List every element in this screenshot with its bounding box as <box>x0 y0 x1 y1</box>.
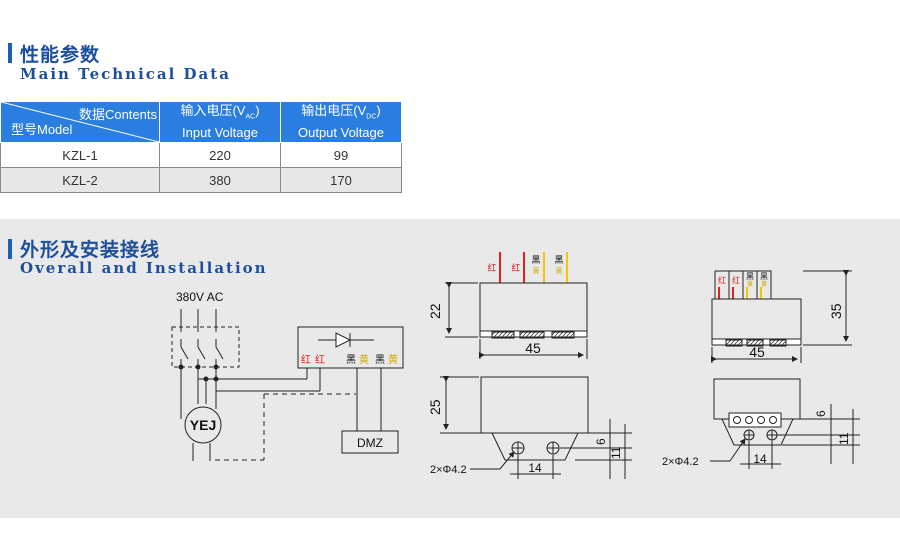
installation-drawings: 380V AC <box>171 252 860 479</box>
spec-title-cn: 性能参数 <box>20 44 101 66</box>
output-en-label: Output Voltage <box>297 125 384 141</box>
svg-text:黄: 黄 <box>388 353 398 366</box>
installation-section: 外形及安装接线 Overall and Installation 380V AC <box>0 219 900 518</box>
output-cn-label: 输出电压(V <box>301 102 367 118</box>
contents-label: 数据Contents <box>78 107 157 122</box>
left-height-top-label: 22 <box>427 303 443 319</box>
svg-text:红: 红 <box>301 353 311 366</box>
output-cell: 99 <box>280 142 402 168</box>
right-holes-label: 2×Φ4.2 <box>662 456 699 468</box>
svg-text:红: 红 <box>732 275 740 285</box>
svg-text:黄: 黄 <box>359 353 369 366</box>
svg-text:红: 红 <box>718 275 726 285</box>
motor-label: YEJ <box>190 417 216 433</box>
right-dimension-drawing <box>710 270 860 469</box>
section-marker <box>8 239 12 259</box>
header-diagonal-cell: 数据Contents 型号Model <box>0 101 160 143</box>
left-dim-b-label: 11 <box>609 446 623 459</box>
diagonal-line <box>1 102 159 142</box>
install-title-cn: 外形及安装接线 <box>20 239 161 261</box>
svg-text:红: 红 <box>511 262 520 273</box>
svg-text:红: 红 <box>487 262 496 273</box>
right-height-label: 35 <box>828 303 844 319</box>
input-cell: 380 <box>159 167 281 193</box>
left-dimension-drawing <box>440 252 632 479</box>
wiring-diagram: 380V AC <box>171 290 404 461</box>
model-cell: KZL-2 <box>0 167 160 193</box>
output-sub: DC <box>366 113 377 121</box>
left-dim-a-label: 6 <box>594 438 608 445</box>
right-dim-b-label: 11 <box>837 432 851 445</box>
input-cell: 220 <box>159 142 281 168</box>
table-row: KZL-1 220 99 <box>0 142 402 168</box>
svg-text:黄: 黄 <box>556 266 563 275</box>
section-marker <box>8 43 12 63</box>
svg-text:黄: 黄 <box>533 266 540 275</box>
left-holes-label: 2×Φ4.2 <box>430 464 467 476</box>
table-row: KZL-2 380 170 <box>0 167 402 193</box>
spec-title-en: Main Technical Data <box>20 65 231 83</box>
right-hole-pitch-label: 14 <box>753 452 767 466</box>
svg-text:黑: 黑 <box>746 272 754 281</box>
input-cn-suffix: ) <box>255 102 260 118</box>
table-header-row: 数据Contents 型号Model 输入电压(VAC) Input Volta… <box>0 101 402 143</box>
right-wire-labels: 红 红 黑 黄 黑 黄 <box>718 272 768 288</box>
output-cell: 170 <box>280 167 402 193</box>
input-cn-label: 输入电压(V <box>180 102 246 118</box>
left-wire-labels: 红 红 黑 黄 黑 黄 <box>487 255 563 275</box>
supply-label: 380V AC <box>176 290 224 304</box>
right-dim-a-label: 6 <box>814 410 828 417</box>
svg-text:黄: 黄 <box>761 280 767 288</box>
svg-text:黑: 黑 <box>375 354 385 366</box>
input-en-label: Input Voltage <box>182 125 258 141</box>
svg-text:黑: 黑 <box>554 255 563 265</box>
install-title-en: Overall and Installation <box>20 259 268 277</box>
output-voltage-header: 输出电压(VDC) Output Voltage <box>280 101 402 143</box>
model-label: 型号Model <box>11 122 73 137</box>
output-cn-suffix: ) <box>376 102 381 118</box>
left-hole-pitch-label: 14 <box>528 461 542 475</box>
svg-text:黑: 黑 <box>760 272 768 281</box>
svg-text:黄: 黄 <box>747 280 753 288</box>
model-cell: KZL-1 <box>0 142 160 168</box>
rectifier-terminals: 红 红 黑 黄 黑 黄 <box>301 353 398 366</box>
input-sub: AC <box>245 113 256 121</box>
left-height-side-label: 25 <box>427 399 443 415</box>
svg-text:红: 红 <box>315 353 325 366</box>
left-width-label: 45 <box>525 340 541 356</box>
brake-label: DMZ <box>357 436 383 450</box>
svg-text:黑: 黑 <box>531 255 540 265</box>
spec-table: 数据Contents 型号Model 输入电压(VAC) Input Volta… <box>0 101 402 193</box>
right-width-label: 45 <box>749 344 765 360</box>
svg-text:黑: 黑 <box>346 354 356 366</box>
input-voltage-header: 输入电压(VAC) Input Voltage <box>159 101 281 143</box>
